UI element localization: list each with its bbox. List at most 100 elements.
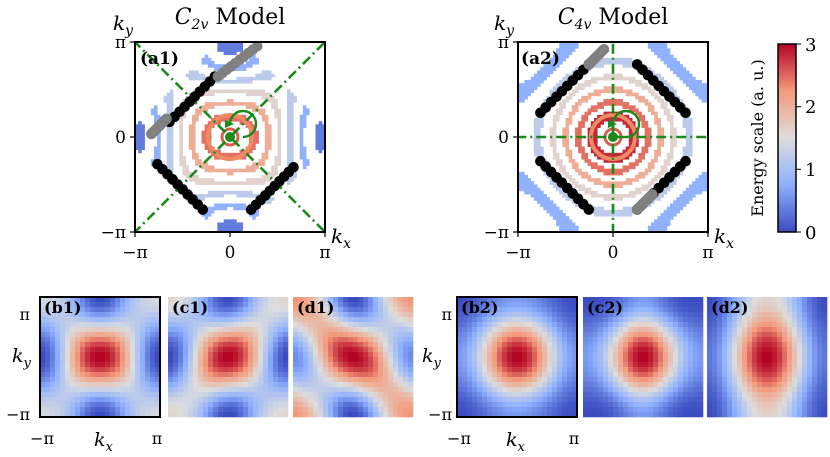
contour-cell: [223, 48, 228, 52]
heat-cell: [378, 412, 384, 418]
contour-cell: [565, 219, 570, 223]
heat-cell: [477, 357, 483, 363]
heat-cell: [353, 302, 359, 308]
contour-cell: [255, 133, 259, 138]
contour-cell: [562, 225, 566, 230]
heat-cell: [293, 382, 299, 388]
heat-cell: [527, 387, 533, 393]
heat-cell: [55, 337, 61, 343]
heat-cell: [487, 342, 493, 348]
contour-cell: [670, 209, 674, 214]
contour-cell: [651, 200, 655, 204]
heat-cell: [293, 322, 299, 328]
contour-cell: [695, 80, 699, 84]
contour-cell: [321, 130, 325, 135]
heat-cell: [343, 362, 349, 368]
heat-cell: [75, 317, 81, 323]
heat-cell: [643, 367, 649, 373]
heat-cell: [527, 347, 533, 353]
contour-cell: [654, 149, 658, 154]
heat-cell: [173, 392, 179, 398]
contour-cell: [220, 42, 225, 46]
heat-cell: [130, 382, 136, 388]
contour-cell: [616, 168, 620, 173]
contour-cell: [530, 194, 535, 198]
heat-cell: [203, 367, 209, 373]
contour-cell: [271, 168, 275, 173]
heat-cell: [178, 302, 184, 308]
contour-cell: [556, 206, 560, 211]
heat-cell: [95, 407, 101, 413]
heat-cell: [318, 412, 324, 418]
heat-cell: [85, 387, 91, 393]
contour-cell: [290, 95, 294, 100]
heat-cell: [65, 337, 71, 343]
heat-cell: [55, 397, 61, 403]
contour-cell: [166, 95, 171, 100]
heat-cell: [213, 322, 219, 328]
heat-cell: [40, 407, 46, 413]
heat-cell: [198, 352, 204, 358]
contour-cell: [264, 70, 269, 75]
contour-cell: [226, 225, 231, 230]
contour-cell: [179, 143, 183, 147]
heat-cell: [208, 347, 214, 353]
heat-cell: [238, 312, 244, 318]
contour-cell: [533, 184, 538, 189]
heat-cell: [50, 357, 56, 363]
contour-cell: [628, 105, 633, 109]
contour-cell: [533, 146, 538, 151]
heat-cell: [318, 392, 324, 398]
contour-cell: [211, 165, 215, 170]
heat-cell: [243, 327, 249, 333]
heat-cell: [243, 307, 249, 313]
contour-cell: [179, 137, 183, 141]
contour-cell: [211, 102, 215, 106]
heat-cell: [638, 307, 644, 313]
heat-cell: [50, 307, 56, 313]
contour-cell: [236, 89, 240, 94]
contour-cell: [651, 45, 655, 49]
heat-cell: [105, 302, 111, 308]
contour-cell: [261, 181, 266, 185]
contour-cell: [597, 206, 601, 211]
heat-cell: [388, 367, 394, 373]
heat-cell: [338, 327, 344, 333]
contour-cell: [660, 76, 665, 81]
heat-cell: [40, 352, 46, 358]
contour-cell: [524, 95, 528, 100]
contour-cell: [609, 209, 614, 214]
heat-cell: [208, 322, 214, 328]
heat-cell: [403, 307, 409, 313]
heat-cell: [298, 377, 304, 383]
heat-cell: [588, 372, 594, 378]
heat-cell: [378, 312, 384, 318]
heat-cell: [40, 362, 46, 368]
contour-cell: [268, 133, 272, 138]
heat-cell: [65, 362, 71, 368]
contour-cell: [689, 197, 693, 201]
heat-cell: [403, 382, 409, 388]
heat-cell: [583, 317, 589, 323]
contour-cell: [549, 70, 554, 75]
heat-cell: [308, 387, 314, 393]
contour-cell: [315, 143, 320, 147]
contour-cell: [223, 51, 228, 56]
contour-cell: [192, 152, 196, 157]
heat-cell: [188, 382, 194, 388]
heat-cell: [532, 402, 538, 408]
heat-cell: [512, 357, 518, 363]
heat-cell: [60, 327, 66, 333]
heat-cell: [567, 347, 573, 353]
heat-cell: [557, 302, 563, 308]
heat-cell: [638, 377, 644, 383]
gray-dot: [647, 189, 658, 200]
heat-cell: [253, 342, 259, 348]
heat-cell: [183, 332, 189, 338]
contour-cell: [698, 175, 703, 179]
contour-cell: [660, 168, 665, 173]
contour-cell: [575, 105, 579, 109]
contour-cell: [258, 162, 263, 166]
small-panel-label: (c1): [172, 298, 208, 317]
heat-cell: [403, 312, 409, 318]
